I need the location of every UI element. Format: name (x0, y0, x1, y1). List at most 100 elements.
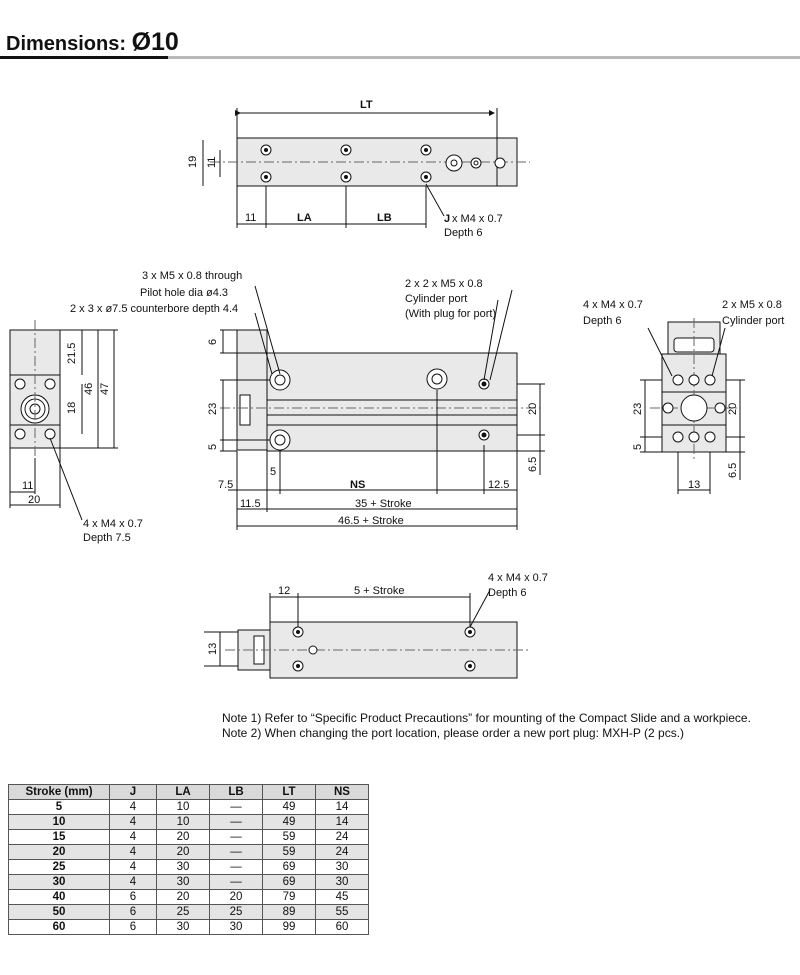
cell-j: 4 (109, 859, 157, 875)
bottom-d12: 12 (278, 585, 290, 597)
cell-lb: — (209, 844, 263, 860)
main-d23: 23 (207, 403, 219, 415)
top-j-rest: x M4 x 0.7 (452, 213, 503, 225)
title-prefix: Dimensions: (6, 33, 132, 55)
cell-lb: — (209, 799, 263, 815)
top-d11b: 11 (245, 212, 256, 224)
cell-ns: 24 (315, 829, 369, 845)
cell-stroke: 60 (8, 919, 110, 935)
page-title: Dimensions: Ø10 (6, 28, 179, 57)
main-d5b: 5 (270, 466, 276, 478)
main-d11-5: 11.5 (240, 498, 261, 510)
main-d6: 6 (207, 339, 219, 345)
end-d5: 5 (632, 444, 644, 450)
cell-ns: 14 (315, 799, 369, 815)
cell-lb: 25 (209, 904, 263, 920)
main-view (220, 285, 545, 530)
end-d6-5: 6.5 (727, 463, 739, 478)
col-lt: LT (262, 784, 316, 800)
bottom-depth: Depth 6 (488, 587, 527, 599)
cell-ns: 30 (315, 859, 369, 875)
bottom-tap: 4 x M4 x 0.7 (488, 572, 548, 584)
col-ns: NS (315, 784, 369, 800)
cell-lb: — (209, 874, 263, 890)
cell-la: 30 (156, 874, 210, 890)
end-d20: 20 (727, 403, 739, 415)
cell-lt: 59 (262, 829, 316, 845)
cell-lb: 20 (209, 889, 263, 905)
side-d46: 46 (83, 383, 95, 395)
cell-stroke: 20 (8, 844, 110, 860)
note-2: Note 2) When changing the port location,… (222, 726, 685, 740)
top-lt-label: LT (360, 99, 373, 111)
main-ns: NS (350, 479, 365, 491)
cell-lb: — (209, 814, 263, 830)
col-lb: LB (209, 784, 263, 800)
cell-la: 20 (156, 829, 210, 845)
cell-lt: 59 (262, 844, 316, 860)
cell-la: 20 (156, 889, 210, 905)
cell-stroke: 40 (8, 889, 110, 905)
cell-j: 4 (109, 814, 157, 830)
top-d11: 11 (206, 157, 218, 168)
notes: Note 1) Refer to “Specific Product Preca… (222, 711, 751, 741)
top-lb: LB (377, 212, 392, 224)
main-note-counterbore: 2 x 3 x ø7.5 counterbore depth 4.4 (70, 303, 238, 315)
main-port-plug: (With plug for port) (405, 308, 496, 320)
cell-lt: 99 (262, 919, 316, 935)
end-port-name: Cylinder port (722, 315, 784, 327)
col-la: LA (156, 784, 210, 800)
end-view (640, 318, 745, 494)
cell-ns: 24 (315, 844, 369, 860)
cell-ns: 55 (315, 904, 369, 920)
cell-lt: 69 (262, 874, 316, 890)
end-d23: 23 (632, 403, 644, 415)
cell-lt: 49 (262, 814, 316, 830)
cell-la: 20 (156, 844, 210, 860)
title-rule-accent (0, 56, 168, 59)
cell-lt: 79 (262, 889, 316, 905)
cell-la: 10 (156, 799, 210, 815)
cell-j: 4 (109, 844, 157, 860)
bottom-d5-stroke: 5 + Stroke (354, 585, 404, 597)
cell-lb: — (209, 859, 263, 875)
cell-stroke: 30 (8, 874, 110, 890)
bottom-d13: 13 (207, 643, 219, 655)
cell-j: 4 (109, 799, 157, 815)
cell-stroke: 50 (8, 904, 110, 920)
cell-stroke: 10 (8, 814, 110, 830)
cell-j: 6 (109, 919, 157, 935)
cell-la: 30 (156, 859, 210, 875)
cell-la: 10 (156, 814, 210, 830)
side-tap: 4 x M4 x 0.7 (83, 518, 143, 530)
side-depth: Depth 7.5 (83, 532, 131, 544)
title-size: Ø10 (131, 28, 179, 56)
side-d11: 11 (22, 480, 33, 492)
cell-lt: 49 (262, 799, 316, 815)
cell-ns: 60 (315, 919, 369, 935)
cell-j: 4 (109, 829, 157, 845)
main-d35-stroke: 35 + Stroke (355, 498, 412, 510)
main-note-pilot: Pilot hole dia ø4.3 (140, 287, 228, 299)
cell-j: 6 (109, 889, 157, 905)
cell-stroke: 5 (8, 799, 110, 815)
side-d20: 20 (28, 494, 40, 506)
title-rule (0, 56, 800, 59)
cell-ns: 30 (315, 874, 369, 890)
dimension-drawing: LT 19 11 11 LA LB J x M4 x 0.7 Depth 6 2… (9, 99, 784, 679)
end-tap: 4 x M4 x 0.7 (583, 299, 643, 311)
bottom-view (204, 589, 530, 679)
top-la: LA (297, 212, 312, 224)
left-side-view (9, 320, 118, 521)
main-d46-5-stroke: 46.5 + Stroke (338, 515, 404, 527)
